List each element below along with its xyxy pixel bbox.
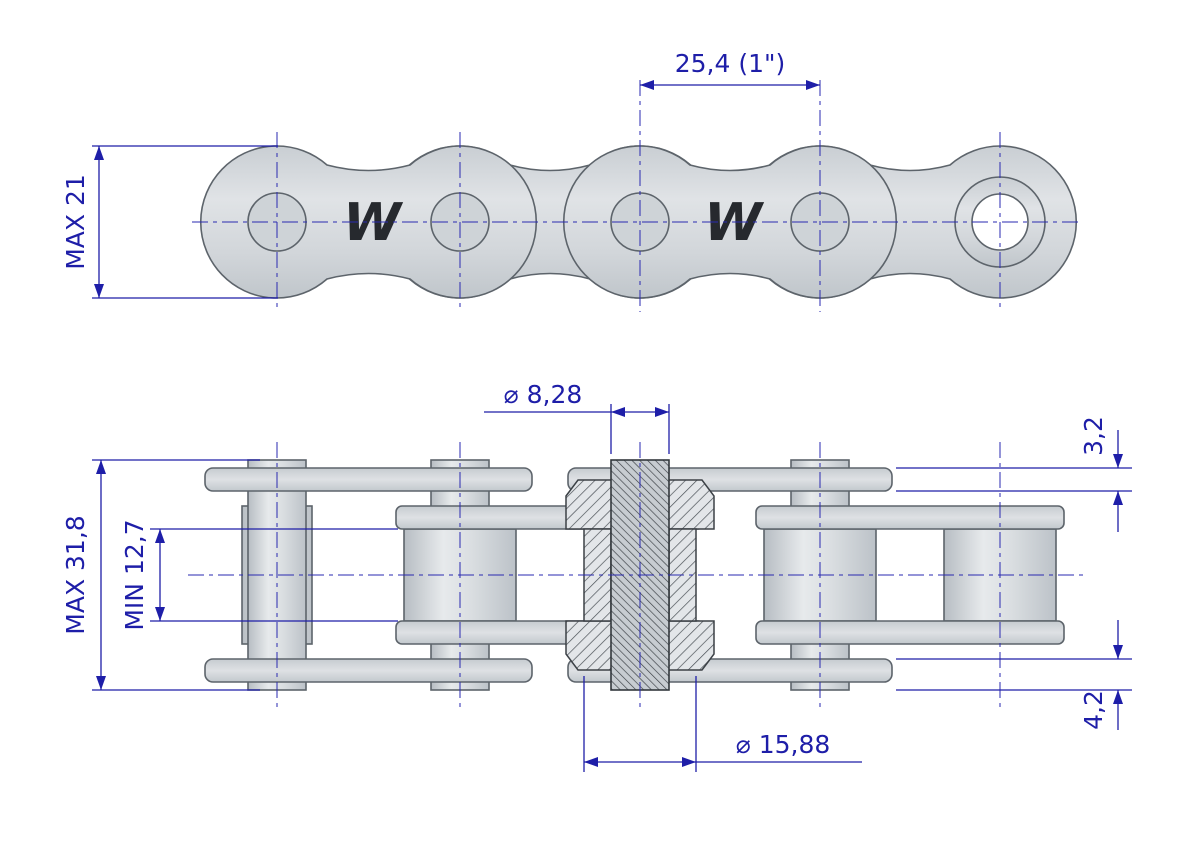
side-view: W W 25,4 (1") MAX 21 — [61, 49, 1078, 312]
arrow-up-icon — [1113, 491, 1123, 505]
arrow-down-icon — [1113, 645, 1123, 659]
roller-diameter-dimension: ⌀ 15,88 — [583, 676, 862, 772]
arrow-up-icon — [94, 146, 104, 160]
arrow-down-icon — [96, 676, 106, 690]
inner-plate — [755, 505, 1065, 530]
roller-diameter-label: ⌀ 15,88 — [736, 730, 831, 759]
height-dimension-label: MAX 21 — [61, 174, 90, 270]
pitch-dimension: 25,4 (1") — [640, 49, 820, 90]
arrow-left-icon — [611, 407, 625, 417]
link-plate — [562, 145, 898, 299]
arrow-left-icon — [640, 80, 654, 90]
arrow-right-icon — [655, 407, 669, 417]
inner-plate — [755, 620, 1065, 645]
centerlines — [188, 442, 1088, 708]
chain-plan-parts — [204, 459, 1065, 691]
overall-width-dimension: MAX 31,8 — [61, 459, 260, 691]
pitch-dimension-label: 25,4 (1") — [675, 49, 786, 78]
link-plate — [199, 145, 538, 299]
plate-thickness-label: 3,2 — [1079, 416, 1108, 456]
outer-plate — [204, 467, 533, 492]
arrow-up-icon — [96, 460, 106, 474]
inner-width-label: MIN 12,7 — [120, 519, 149, 630]
centerlines — [192, 80, 1078, 312]
arrow-down-icon — [1113, 454, 1123, 468]
pin-protrusion-label: 4,2 — [1079, 690, 1108, 730]
plate-thickness-dimension: 3,2 — [896, 416, 1132, 532]
arrow-down-icon — [155, 607, 165, 621]
arrow-right-icon — [806, 80, 820, 90]
pin-protrusion-dimension: 4,2 — [896, 620, 1132, 730]
arrow-up-icon — [1113, 690, 1123, 704]
arrow-up-icon — [155, 529, 165, 543]
pin-diameter-dimension: ⌀ 8,28 — [484, 380, 670, 454]
arrow-left-icon — [584, 757, 598, 767]
brand-logo-w-icon: W — [698, 193, 768, 253]
outer-plate — [204, 658, 533, 683]
pin-diameter-label: ⌀ 8,28 — [504, 380, 583, 409]
arrow-right-icon — [682, 757, 696, 767]
overall-width-label: MAX 31,8 — [61, 515, 90, 634]
arrow-down-icon — [94, 284, 104, 298]
height-dimension: MAX 21 — [61, 145, 278, 299]
inner-width-dimension: MIN 12,7 — [120, 519, 398, 631]
plan-view: ⌀ 8,28 3,2 MAX 31,8 MI — [61, 380, 1132, 772]
brand-logo-w-icon: W — [337, 193, 407, 253]
